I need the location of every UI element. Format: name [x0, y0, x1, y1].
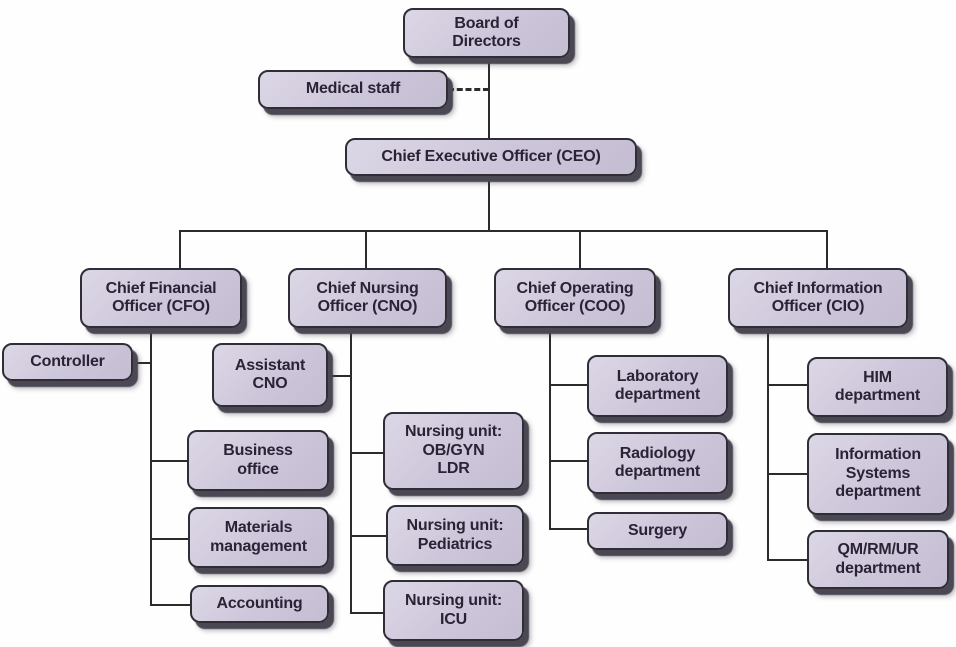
connector-assistant-cno	[325, 375, 352, 377]
node-medical-staff: Medical staff	[258, 70, 448, 109]
connector-nursing-pediatrics	[350, 535, 388, 537]
node-nursing-unit-icu: Nursing unit: ICU	[383, 580, 524, 641]
node-cio: Chief Information Officer (CIO)	[728, 268, 908, 328]
node-business-office: Business office	[187, 430, 329, 491]
connector-drop-cio	[826, 230, 828, 270]
connector-board-to-ceo	[488, 55, 490, 140]
connector-materials-management	[150, 538, 190, 540]
connector-him	[767, 384, 809, 386]
connector-cio-trunk	[767, 327, 769, 561]
node-nursing-unit-obgyn-ldr: Nursing unit: OB/GYN LDR	[383, 412, 524, 490]
connector-medical-staff-dashed	[448, 88, 489, 91]
node-information-systems-department: Information Systems department	[807, 433, 949, 515]
connector-drop-coo	[579, 230, 581, 270]
connector-qm-rm-ur	[767, 559, 809, 561]
node-cno: Chief Nursing Officer (CNO)	[288, 268, 447, 328]
connector-business-office	[150, 460, 189, 462]
connector-laboratory	[549, 384, 589, 386]
connector-chiefs-bar	[179, 230, 828, 232]
node-nursing-unit-pediatrics: Nursing unit: Pediatrics	[386, 505, 524, 566]
node-cfo: Chief Financial Officer (CFO)	[80, 268, 242, 328]
connector-cno-trunk	[350, 327, 352, 614]
node-laboratory-department: Laboratory department	[587, 355, 728, 417]
node-assistant-cno: Assistant CNO	[212, 343, 328, 407]
connector-drop-cno	[365, 230, 367, 270]
connector-surgery	[549, 528, 589, 530]
connector-cfo-trunk	[150, 327, 152, 606]
node-accounting: Accounting	[190, 585, 329, 623]
node-qm-rm-ur-department: QM/RM/UR department	[807, 530, 949, 589]
node-him-department: HIM department	[807, 357, 948, 417]
connector-accounting	[150, 604, 192, 606]
connector-coo-trunk	[549, 327, 551, 530]
node-radiology-department: Radiology department	[587, 432, 728, 494]
connector-drop-cfo	[179, 230, 181, 270]
node-materials-management: Materials management	[188, 507, 329, 568]
connector-radiology	[549, 460, 589, 462]
connector-nursing-icu	[350, 612, 385, 614]
connector-information-systems	[767, 473, 809, 475]
connector-ceo-to-bar	[488, 175, 490, 232]
node-board-of-directors: Board of Directors	[403, 8, 570, 58]
connector-nursing-obgyn	[350, 452, 385, 454]
node-surgery: Surgery	[587, 512, 728, 550]
connector-controller	[130, 362, 152, 364]
node-ceo: Chief Executive Officer (CEO)	[345, 138, 637, 176]
node-controller: Controller	[2, 343, 133, 381]
node-coo: Chief Operating Officer (COO)	[494, 268, 656, 328]
